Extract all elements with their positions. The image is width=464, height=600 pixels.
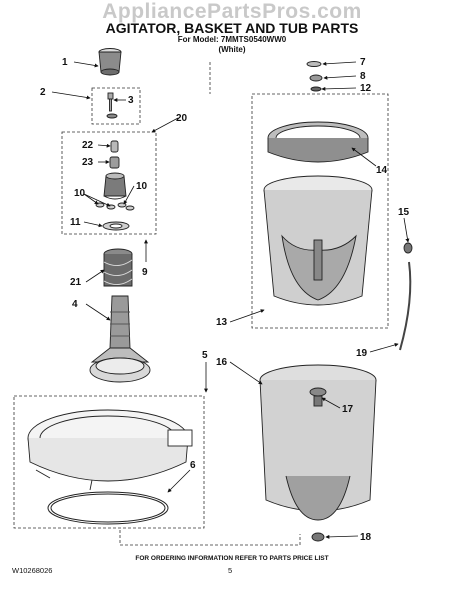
callout-labels: 1 2 3 20 22 23 10 10 11 9 21 4 5 6 7 8 1… <box>40 57 410 543</box>
group-box-tub-ring <box>13 395 205 529</box>
callout-11: 11 <box>70 217 81 228</box>
callout-8: 8 <box>360 71 366 82</box>
callout-18: 18 <box>360 532 372 543</box>
basket-drive-block-parts <box>306 61 323 92</box>
tub-ring-gasket <box>47 491 169 525</box>
cam-driver <box>109 156 120 169</box>
diagram-title: AGITATOR, BASKET AND TUB PARTS <box>105 20 359 36</box>
drain-hose <box>399 242 413 351</box>
callout-15: 15 <box>398 207 410 218</box>
balance-ring <box>267 121 369 163</box>
page-number: 5 <box>228 566 233 575</box>
group-box-agitator-cap <box>91 87 141 125</box>
callout-17: 17 <box>342 404 354 415</box>
group-box-basket <box>251 93 389 329</box>
callout-16: 16 <box>216 357 228 368</box>
model-color: (White) <box>218 45 246 54</box>
callout-10-right: 10 <box>136 181 148 192</box>
auger <box>103 248 133 287</box>
callout-13: 13 <box>216 317 228 328</box>
callout-4: 4 <box>72 299 78 310</box>
callout-12: 12 <box>360 83 372 94</box>
document-number: W10268026 <box>12 566 53 575</box>
dashed-leader-tub <box>119 62 301 546</box>
callout-6: 6 <box>190 460 196 471</box>
callout-19: 19 <box>356 348 368 359</box>
callout-1: 1 <box>62 57 68 68</box>
cam-ring <box>102 221 130 231</box>
tub-ring <box>27 409 193 491</box>
model-number: For Model: 7MMTS0540WW0 <box>177 35 287 44</box>
callout-23: 23 <box>82 157 94 168</box>
cam-spring <box>110 140 119 153</box>
model-info: For Model: 7MMTS0540WW0 (White) <box>0 35 464 55</box>
callout-10-left: 10 <box>74 188 86 199</box>
watermark: AppliancePartsPros.com <box>102 0 362 23</box>
wash-basket <box>263 175 373 306</box>
callout-3: 3 <box>128 95 134 106</box>
callout-14: 14 <box>376 165 388 176</box>
agitator-base <box>89 295 151 383</box>
callout-2: 2 <box>40 87 46 98</box>
ordering-info-footer: FOR ORDERING INFORMATION REFER TO PARTS … <box>135 555 329 562</box>
group-box-agitator-cam <box>61 131 157 235</box>
callout-5: 5 <box>202 350 208 361</box>
agitator-bolt <box>106 92 118 119</box>
callout-7: 7 <box>360 57 366 68</box>
callout-9: 9 <box>142 267 148 278</box>
agitator-cap <box>98 48 122 76</box>
callout-20: 20 <box>176 113 188 124</box>
tub-drain-fitting <box>311 532 325 542</box>
agitator-cam-assembly <box>95 172 135 211</box>
callout-21: 21 <box>70 277 82 288</box>
outer-tub <box>259 364 377 521</box>
callout-22: 22 <box>82 140 94 151</box>
